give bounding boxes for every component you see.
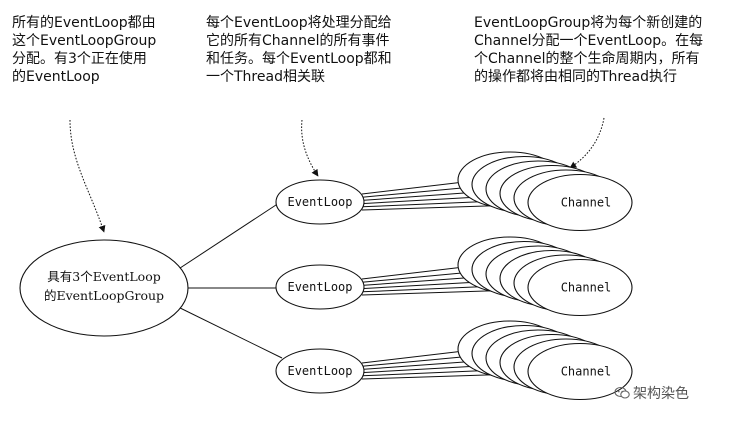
note-loop-handles: 每个EventLoop将处理分配给 它的所有Channel的所有事件 和任务。每… xyxy=(206,15,392,85)
event-loop-1: Channel EventLoop xyxy=(275,151,633,232)
watermark: 架构染色 xyxy=(614,383,689,403)
arrow-note-to-eventloop xyxy=(301,119,319,177)
event-loop-group-label-line2: 的EventLoopGroup xyxy=(44,288,164,303)
event-loop-label-1: EventLoop xyxy=(287,195,352,209)
event-loop-label-3: EventLoop xyxy=(287,364,352,378)
wire-loop-3-channel-2 xyxy=(361,355,479,367)
wire-group-to-loop-3 xyxy=(171,303,283,359)
event-loops: ChannelEventLoopChannelEventLoopChannelE… xyxy=(275,151,633,401)
chat-bubble-icon xyxy=(614,386,630,399)
channel-label-2: Channel xyxy=(561,281,612,295)
event-loop-label-2: EventLoop xyxy=(287,280,352,294)
note-channel-thread: EventLoopGroup将为每个新创建的 Channel分配一个EventL… xyxy=(474,15,704,85)
arrow-note-to-channels xyxy=(569,117,605,169)
event-loop-2: Channel EventLoop xyxy=(275,236,633,317)
wire-loop-1-channel-1 xyxy=(361,181,465,195)
event-loop-group-shape xyxy=(19,239,189,337)
wire-loop-3-channel-1 xyxy=(361,350,465,364)
wire-loop-1-channel-2 xyxy=(361,186,479,198)
channel-2-6 xyxy=(527,258,633,317)
channel-1-6 xyxy=(527,173,633,232)
note-group-allocation: 所有的EventLoop都由 这个EventLoopGroup 分配。有3个正在… xyxy=(12,15,157,85)
watermark-text: 架构染色 xyxy=(633,386,689,402)
event-loop-group-label-line1: 具有3个EventLoop xyxy=(47,269,160,284)
event-loop-group: 具有3个EventLoop 的EventLoopGroup xyxy=(19,239,189,337)
wire-group-to-loop-1 xyxy=(173,202,280,273)
arrow-note-to-group xyxy=(69,119,106,233)
event-loop-3-shape xyxy=(275,348,365,394)
wire-loop-2-channel-2 xyxy=(361,271,479,283)
event-loop-3: Channel EventLoop xyxy=(275,320,633,401)
channel-label-1: Channel xyxy=(561,196,612,210)
channel-label-3: Channel xyxy=(561,365,612,379)
event-loop-2-shape xyxy=(275,264,365,310)
channel-3-6 xyxy=(527,342,633,401)
event-loop-1-shape xyxy=(275,179,365,225)
wire-loop-2-channel-1 xyxy=(361,266,465,280)
